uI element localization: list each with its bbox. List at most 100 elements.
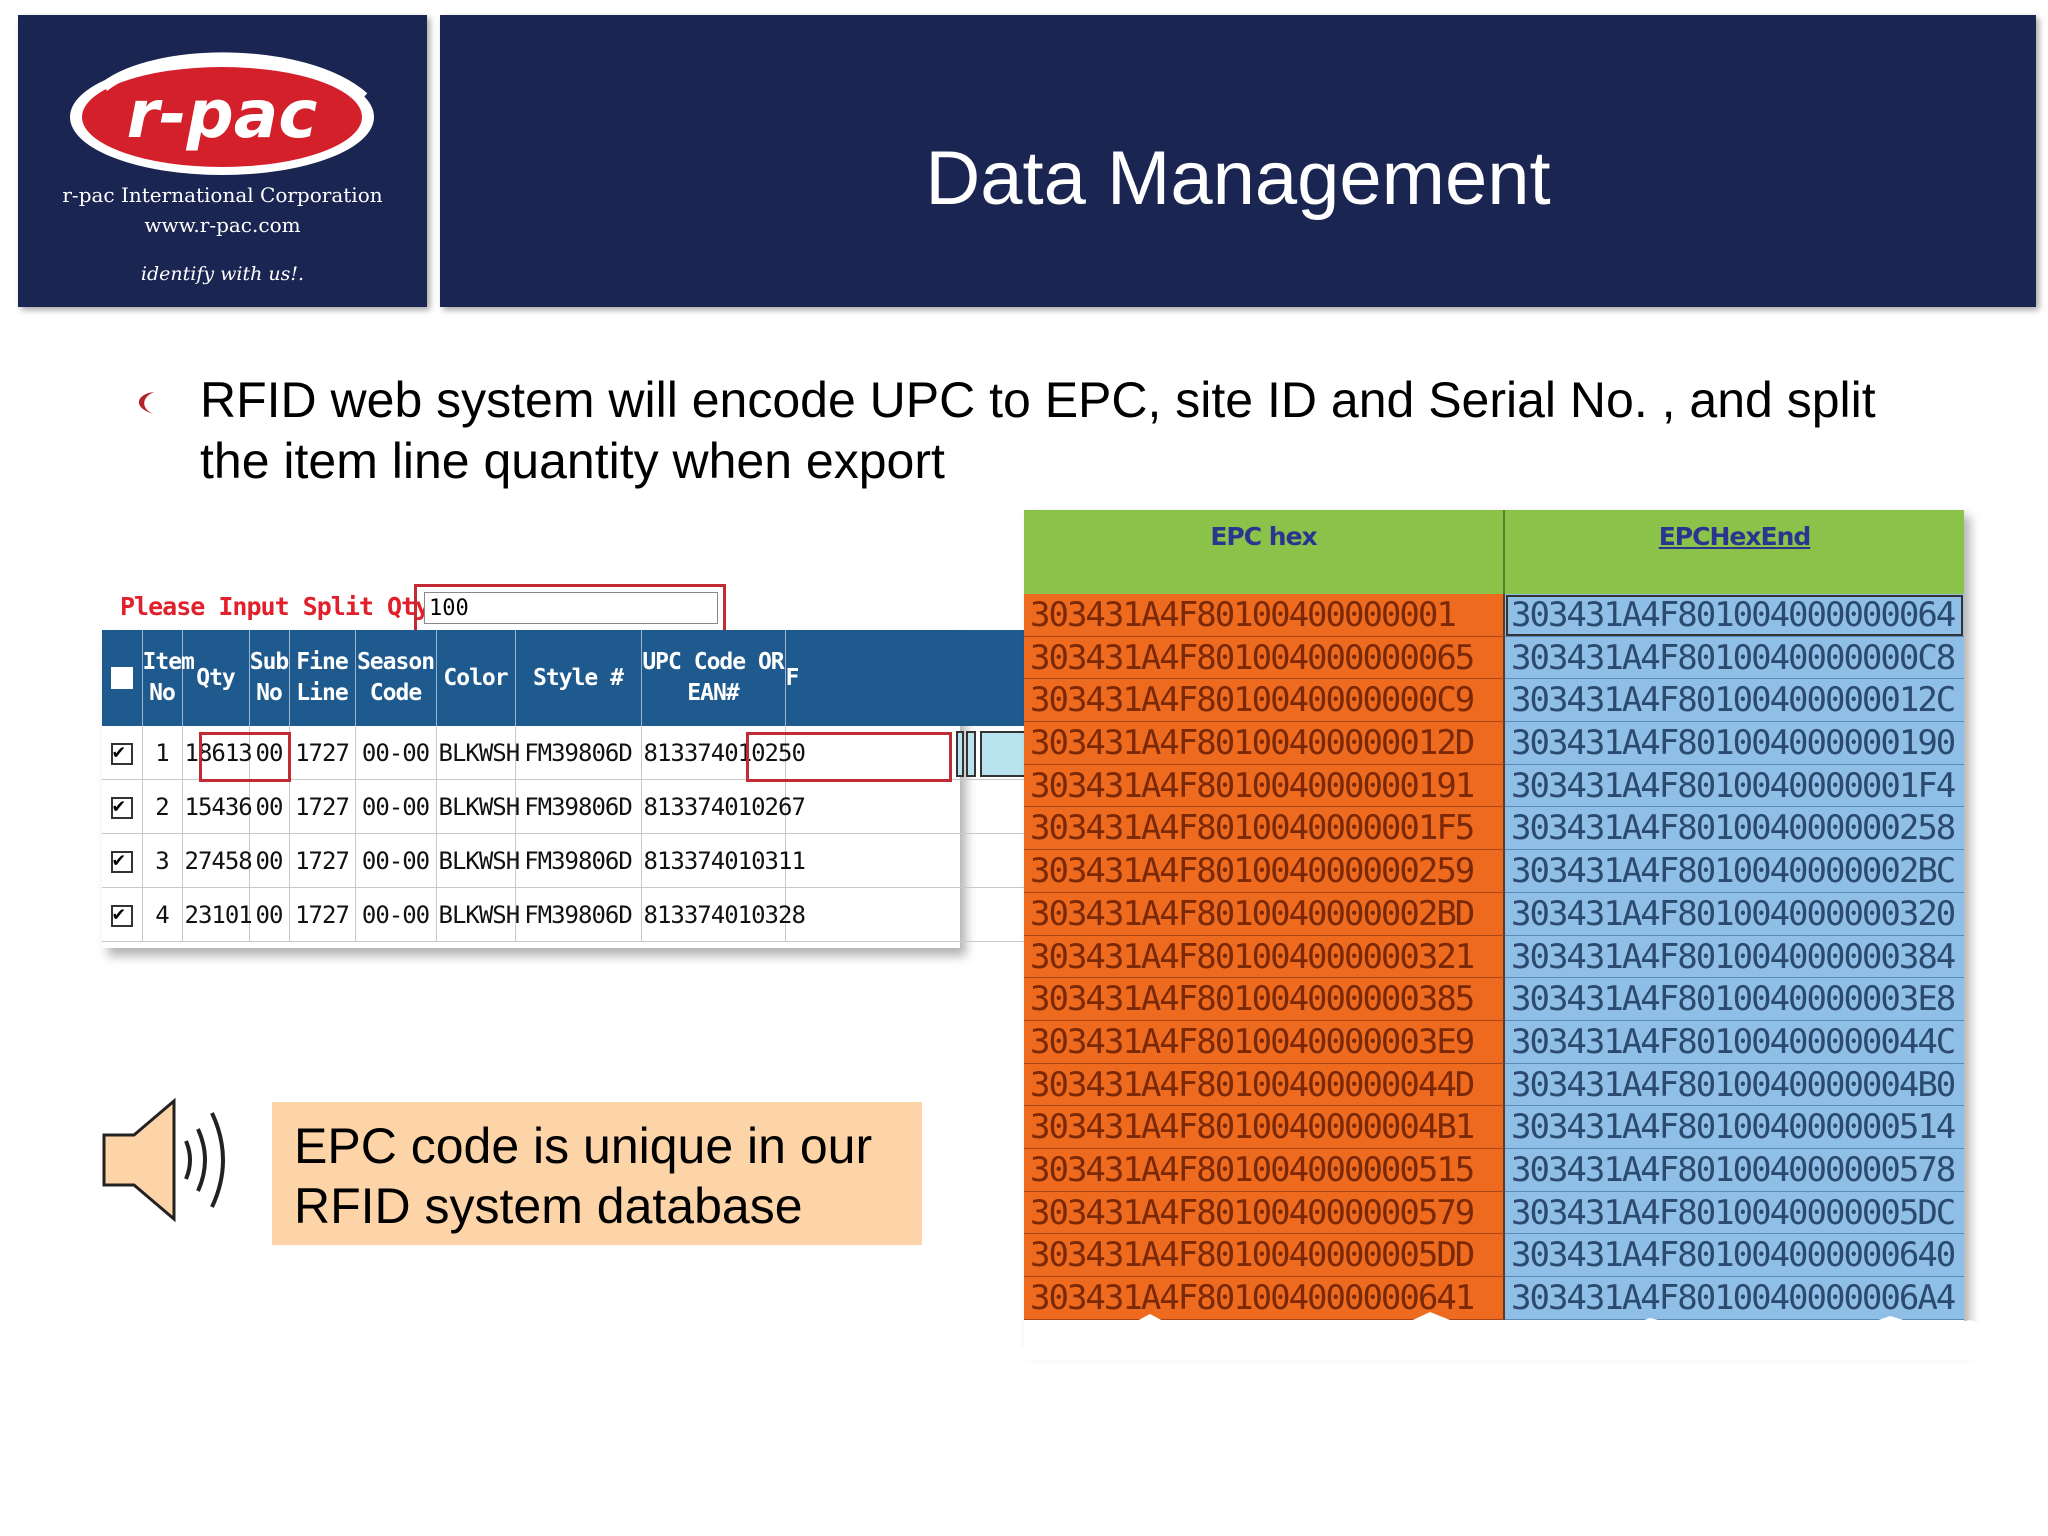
- header-epc-hex-end[interactable]: EPCHexEnd: [1658, 522, 1812, 551]
- header-color[interactable]: Color: [436, 630, 516, 726]
- epc-hex-end-cell[interactable]: 303431A4F8010040000001F4: [1505, 764, 1964, 808]
- split-qty-highlight: [414, 584, 726, 636]
- epc-hex-end-cell[interactable]: 303431A4F8010040000004B0: [1505, 1063, 1964, 1107]
- header-season-code[interactable]: Season Code: [355, 630, 437, 726]
- header-style[interactable]: Style #: [515, 630, 642, 726]
- cell-color: BLKWSH: [436, 833, 520, 888]
- epc-hex-cell[interactable]: 303431A4F801004000000065: [1024, 636, 1505, 680]
- epc-hex-cell[interactable]: 303431A4F8010040000001F5: [1024, 807, 1505, 851]
- cell-item-no: 2: [142, 779, 183, 834]
- slide-title: Data Management: [925, 136, 1551, 221]
- note-line-1: EPC code is unique in our: [294, 1118, 873, 1174]
- cell-season: 00-00: [355, 833, 437, 888]
- cell-style: FM39806D: [515, 887, 642, 942]
- table-row[interactable]: 4 23101 00 1727 00-00 BLKWSH FM39806D 81…: [102, 887, 1061, 942]
- item-table: Item No Qty Sub No Fine Line Season Code…: [102, 630, 1061, 942]
- select-all-checkbox[interactable]: [110, 667, 133, 689]
- logo-website: www.r-pac.com: [144, 213, 301, 237]
- epc-hex-cell[interactable]: 303431A4F80100400000001: [1024, 594, 1505, 637]
- row-checkbox[interactable]: [110, 847, 133, 873]
- epc-hex-cell[interactable]: 303431A4F80100400000012D: [1024, 722, 1505, 765]
- epc-hex-cell[interactable]: 303431A4F801004000000191: [1024, 764, 1505, 808]
- header-truncated[interactable]: F: [785, 630, 1061, 726]
- epc-hex-cell[interactable]: 303431A4F8010040000000C9: [1024, 679, 1505, 723]
- cell-season: 00-00: [355, 887, 437, 942]
- row-checkbox[interactable]: [110, 739, 133, 765]
- header-epc-hex[interactable]: EPC hex: [1024, 510, 1505, 594]
- epc-hex-end-cell[interactable]: 303431A4F80100400000044C: [1505, 1020, 1964, 1064]
- epc-hex-end-cell[interactable]: 303431A4F8010040000000C8: [1505, 636, 1964, 680]
- cell-color: BLKWSH: [436, 726, 520, 780]
- epc-hex-cell[interactable]: 303431A4F801004000000321: [1024, 935, 1505, 979]
- cell-item-no: 4: [142, 887, 183, 942]
- epc-hex-end-cell[interactable]: 303431A4F801004000000384: [1505, 935, 1964, 979]
- header-qty[interactable]: Qty: [182, 630, 250, 726]
- epc-hex-cell[interactable]: 303431A4F8010040000002BD: [1024, 892, 1505, 936]
- cell-season: 00-00: [355, 726, 437, 780]
- epc-hex-end-cell[interactable]: 303431A4F8010040000005DC: [1505, 1191, 1964, 1235]
- epc-hex-end-cell[interactable]: 303431A4F8010040000002BC: [1505, 850, 1964, 893]
- epc-hex-end-cell[interactable]: 303431A4F801004000000064: [1505, 594, 1964, 637]
- header-sub-no[interactable]: Sub No: [249, 630, 290, 726]
- cell-upc: 813374010311: [641, 833, 806, 888]
- epc-hex-cell[interactable]: 303431A4F80100400000044D: [1024, 1063, 1505, 1107]
- epc-hex-cell[interactable]: 303431A4F801004000000385: [1024, 978, 1505, 1021]
- epc-hex-cell[interactable]: 303431A4F801004000000641: [1024, 1277, 1505, 1320]
- epc-hex-end-cell[interactable]: 303431A4F801004000000320: [1505, 892, 1964, 936]
- epc-hex-end-cell[interactable]: 303431A4F801004000000578: [1505, 1148, 1964, 1192]
- note-line-2: RFID system database: [294, 1178, 803, 1234]
- row-checkbox[interactable]: [110, 793, 133, 819]
- cell-style: FM39806D: [515, 779, 642, 834]
- table-row[interactable]: 2 15436 00 1727 00-00 BLKWSH FM39806D 81…: [102, 779, 1061, 834]
- cell-upc: 813374010267: [641, 779, 806, 834]
- epc-hex-cell[interactable]: 303431A4F8010040000005DD: [1024, 1234, 1505, 1277]
- epc-hex-cell[interactable]: 303431A4F8010040000003E9: [1024, 1020, 1505, 1064]
- header-fine-line[interactable]: Fine Line: [289, 630, 356, 726]
- table-row[interactable]: 1 18613 00 1727 00-00 BLKWSH FM39806D 81…: [102, 726, 1061, 780]
- epc-hex-end-cell[interactable]: 303431A4F801004000000640: [1505, 1234, 1964, 1277]
- split-qty-label: Please Input Split Qty: [120, 592, 430, 621]
- item-grid: Item No Qty Sub No Fine Line Season Code…: [102, 630, 1061, 948]
- epc-hex-cell[interactable]: 303431A4F801004000000515: [1024, 1148, 1505, 1192]
- header-item-no[interactable]: Item No: [142, 630, 195, 726]
- epc-hex-end-cell[interactable]: 303431A4F8010040000006A4: [1505, 1277, 1964, 1320]
- cell-empty: [785, 779, 1061, 834]
- epc-hex-cell[interactable]: 303431A4F8010040000004B1: [1024, 1106, 1505, 1149]
- cell-season: 00-00: [355, 779, 437, 834]
- epc-hex-end-cell[interactable]: 303431A4F8010040000003E8: [1505, 978, 1964, 1021]
- row-checkbox[interactable]: [110, 901, 133, 927]
- split-qty-input[interactable]: 100: [424, 592, 718, 624]
- epc-hex-cell[interactable]: 303431A4F801004000000259: [1024, 850, 1505, 893]
- epc-hex-end-cell[interactable]: 303431A4F80100400000012C: [1505, 679, 1964, 723]
- cell-empty: [785, 887, 1061, 942]
- table-row[interactable]: 3 27458 00 1727 00-00 BLKWSH FM39806D 81…: [102, 833, 1061, 888]
- epc-hex-end-cell[interactable]: 303431A4F801004000000190: [1505, 722, 1964, 765]
- epc-hex-end-cell[interactable]: 303431A4F801004000000514: [1505, 1106, 1964, 1149]
- header-upc[interactable]: UPC Code OR EAN#: [641, 630, 786, 726]
- header-select-all[interactable]: [102, 630, 143, 726]
- cell-fine-line: 1727: [289, 779, 356, 834]
- epc-hex-cell[interactable]: 303431A4F801004000000579: [1024, 1191, 1505, 1235]
- cell-item-no: 1: [142, 726, 183, 780]
- epc-hex-end-cell[interactable]: 303431A4F801004000000258: [1505, 807, 1964, 851]
